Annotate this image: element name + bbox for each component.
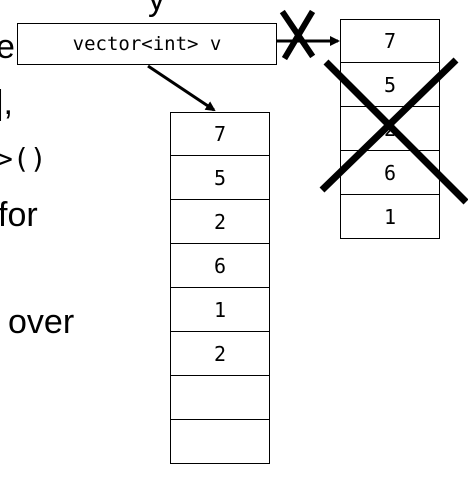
text-fragment-2: e <box>0 28 15 66</box>
old-array-cell: 7 <box>340 19 440 63</box>
text-fragment-4: >() <box>0 142 47 175</box>
cross-icon-old-array <box>319 57 468 205</box>
new-array-cell-empty <box>170 376 270 420</box>
new-array-cell: 2 <box>170 200 270 244</box>
text-fragment-3: ], <box>0 84 13 122</box>
text-fragment-1: y <box>148 0 165 16</box>
new-array-cell: 6 <box>170 244 270 288</box>
new-array-cell: 5 <box>170 156 270 200</box>
vector-variable-box: vector<int> v <box>17 23 277 65</box>
new-array: 7 5 2 6 1 2 <box>170 112 270 464</box>
old-array-cell: 5 <box>340 63 440 107</box>
text-fragment-5: for <box>0 196 38 234</box>
new-array-cell: 2 <box>170 332 270 376</box>
text-fragment-6: over <box>8 303 75 341</box>
pointer-arrow-new <box>147 64 216 112</box>
new-array-cell: 7 <box>170 112 270 156</box>
cross-icon-pointer <box>279 9 316 61</box>
old-array-cell: 1 <box>340 195 440 239</box>
new-array-cell-empty <box>170 420 270 464</box>
new-array-cell: 1 <box>170 288 270 332</box>
vector-variable-label: vector<int> v <box>72 33 222 55</box>
